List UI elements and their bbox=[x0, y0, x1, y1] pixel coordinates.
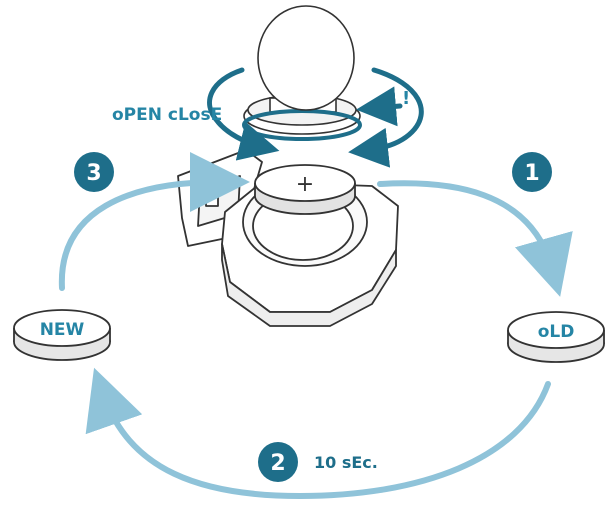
new-battery-label: NEW bbox=[40, 320, 85, 340]
step-number-2: 2 bbox=[270, 451, 285, 476]
rotate-arrow-icon bbox=[207, 67, 424, 168]
old-battery-label: oLD bbox=[538, 322, 575, 342]
exclamation-mark: ! bbox=[402, 88, 410, 109]
open-close-label: oPEN cLosE bbox=[112, 105, 222, 125]
coin-battery-icon bbox=[254, 164, 356, 215]
new-battery bbox=[13, 309, 111, 361]
old-battery bbox=[507, 311, 605, 363]
battery-cover bbox=[242, 5, 362, 141]
wait-seconds-label: 10 sEc. bbox=[314, 453, 378, 472]
step-badge-icon bbox=[74, 152, 552, 482]
cycle-arrows bbox=[58, 152, 573, 500]
step-badge-3 bbox=[74, 152, 114, 192]
step-number-1: 1 bbox=[524, 161, 539, 186]
battery-plus-sign: + bbox=[296, 172, 314, 197]
step-badge-1 bbox=[512, 152, 552, 192]
step-number-3: 3 bbox=[86, 161, 101, 186]
step-badge-2 bbox=[258, 442, 298, 482]
